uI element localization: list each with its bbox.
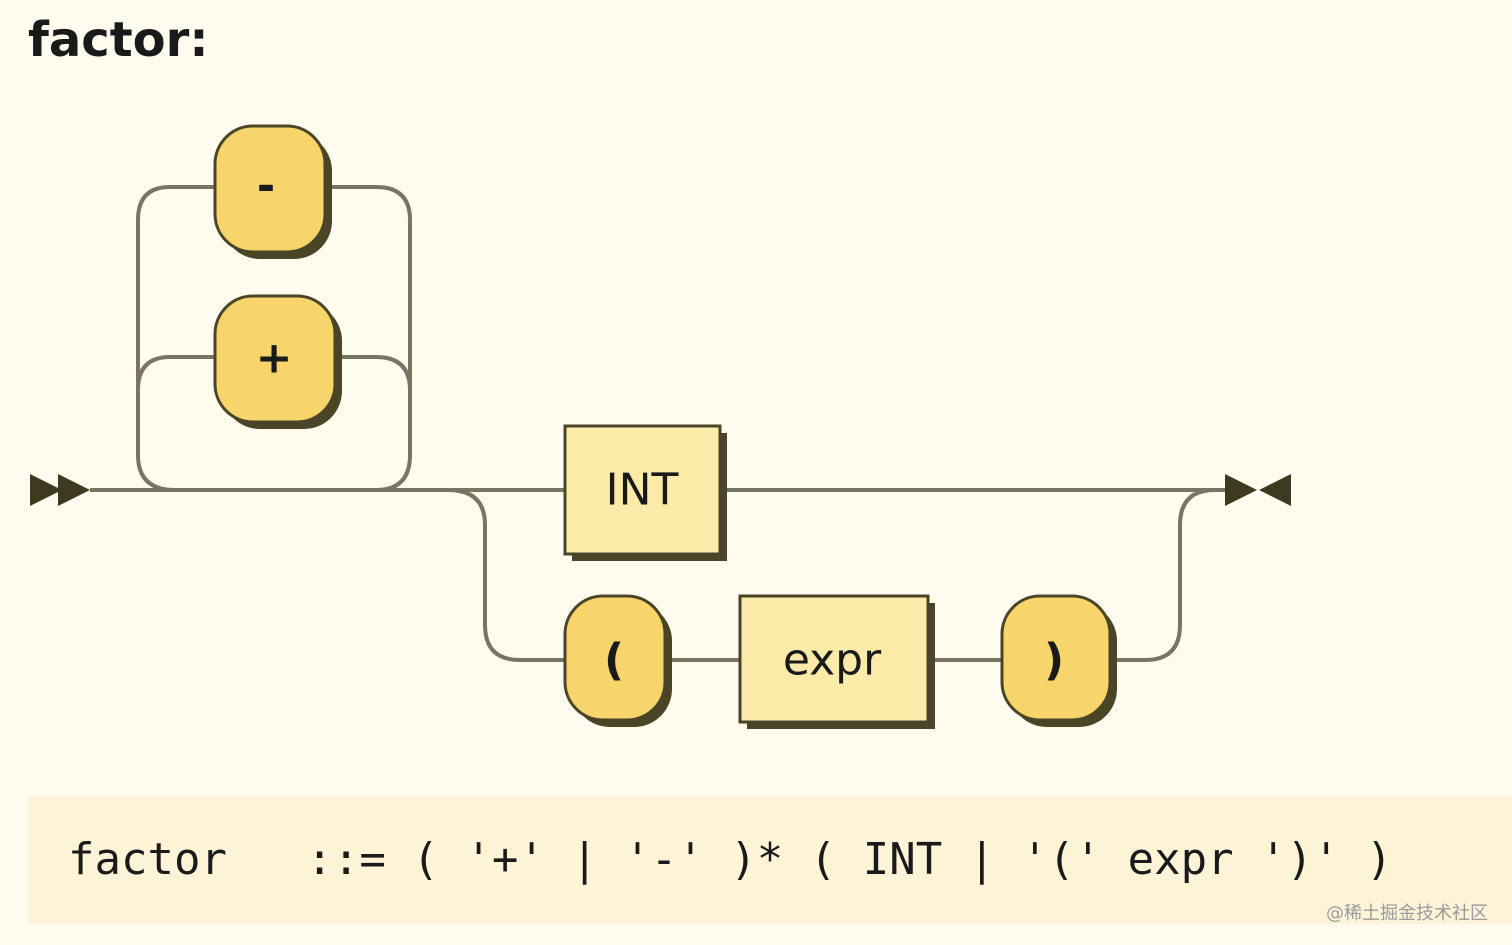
terminal-minus: - xyxy=(213,124,332,259)
terminal-minus-label: - xyxy=(257,161,275,212)
nonterminal-int-label: INT xyxy=(606,465,679,516)
watermark: @稀土掘金技术社区 xyxy=(1326,903,1488,924)
ebnf-definition-box: factor ::= ( '+' | '-' )* ( INT | '(' ex… xyxy=(28,796,1512,924)
terminal-rparen-label: ) xyxy=(1044,635,1064,686)
end-marker-icon xyxy=(1225,474,1291,506)
ebnf-definition: factor ::= ( '+' | '-' )* ( INT | '(' ex… xyxy=(68,834,1393,885)
railroad-diagram: - + INT ( expr ) xyxy=(30,124,1291,729)
terminal-plus-label: + xyxy=(256,333,293,384)
rule-title: factor: xyxy=(28,12,209,68)
start-marker-icon xyxy=(30,474,90,506)
terminal-lparen-label: ( xyxy=(604,635,624,686)
nonterminal-expr-label: expr xyxy=(783,635,882,686)
terminal-plus: + xyxy=(213,294,342,429)
terminal-lparen: ( xyxy=(563,594,672,727)
connector-lines xyxy=(90,185,1225,662)
nonterminal-expr: expr xyxy=(738,594,935,729)
nonterminal-int: INT xyxy=(563,424,727,561)
terminal-rparen: ) xyxy=(1000,594,1117,727)
